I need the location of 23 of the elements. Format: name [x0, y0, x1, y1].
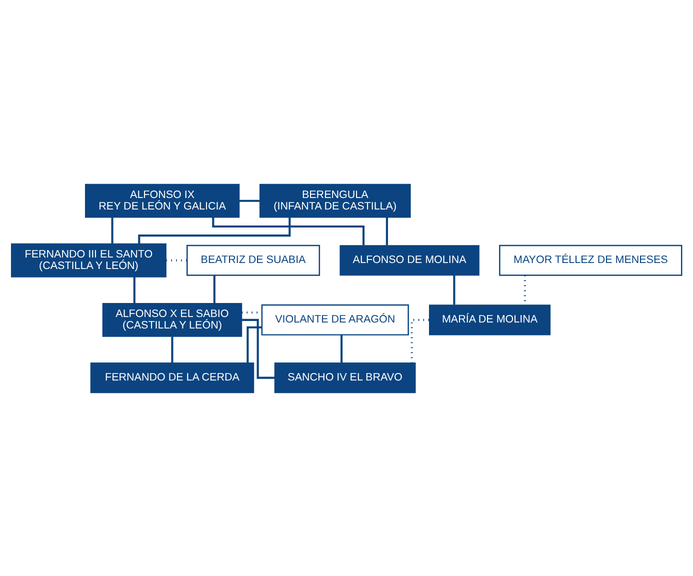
node-box: BERENGULA (INFANTA DE CASTILLA) — [259, 183, 411, 218]
connector — [410, 318, 430, 362]
connector — [212, 217, 365, 245]
connector — [239, 199, 260, 202]
connector — [453, 274, 456, 304]
connector — [340, 334, 343, 362]
node-box: MARÍA DE MOLINA — [428, 304, 551, 335]
node-box: ALFONSO DE MOLINA — [340, 244, 480, 276]
node-box: FERNANDO III EL SANTO (CASTILLA Y LEÓN) — [10, 242, 166, 277]
connector — [246, 326, 262, 362]
connector — [213, 274, 216, 303]
node-box: BEATRIZ DE SUABIA — [186, 244, 320, 276]
node-box: MAYOR TÉLLEZ DE MENESES — [499, 244, 682, 276]
connector — [171, 336, 174, 362]
connector — [386, 216, 388, 245]
node-box: VIOLANTE DE ARAGÓN — [261, 304, 409, 335]
connector — [111, 216, 114, 244]
connector — [133, 276, 136, 303]
node-box: SANCHO IV EL BRAVO — [274, 362, 416, 393]
node-box: FERNANDO DE LA CERDA — [90, 362, 254, 393]
node-box: ALFONSO X EL SABIO (CASTILLA Y LEÓN) — [102, 302, 242, 336]
node-box: ALFONSO IX REY DE LEÓN Y GALICIA — [84, 183, 240, 218]
connector — [138, 216, 291, 244]
